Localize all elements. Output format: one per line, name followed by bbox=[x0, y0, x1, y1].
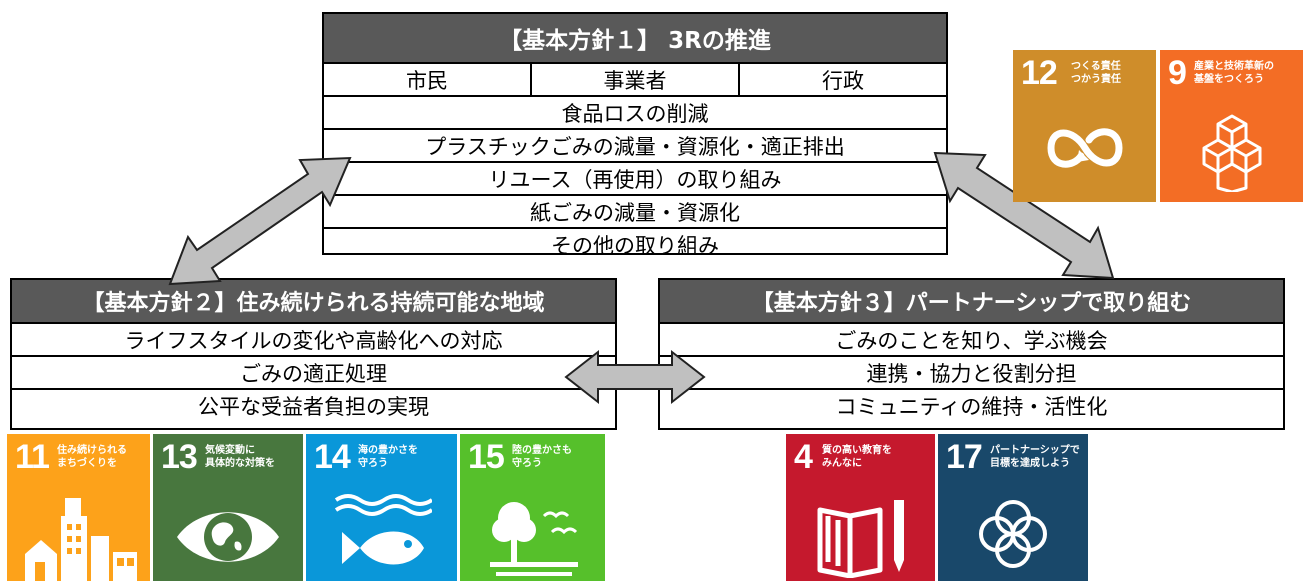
sdg-number: 9 bbox=[1168, 54, 1187, 92]
actor-business: 事業者 bbox=[530, 64, 738, 95]
policy1-title: 【基本方針１】 3Rの推進 bbox=[324, 14, 946, 62]
sdg-17-tile: 17 パートナーシップで 目標を達成しよう bbox=[938, 434, 1088, 581]
sdg-4-tile: 4 質の高い教育を みんなに bbox=[786, 434, 935, 581]
sdg-12-tile: 12 つくる責任 つかう責任 bbox=[1013, 50, 1156, 202]
policy2-item: ライフスタイルの変化や高齢化への対応 bbox=[12, 322, 615, 355]
policy1-item: その他の取り組み bbox=[324, 227, 946, 260]
flower-icon bbox=[979, 500, 1047, 568]
actor-citizen: 市民 bbox=[406, 68, 448, 93]
sdg-9-tile: 9 産業と技術革新の 基盤をつくろう bbox=[1160, 50, 1303, 202]
policy1-actors-row: 市民 事業者 行政 bbox=[324, 62, 946, 95]
policy1-item: リユース（再使用）の取り組み bbox=[324, 161, 946, 194]
policy3-title: 【基本方針３】パートナーシップで取り組む bbox=[660, 280, 1283, 322]
policy1-item: プラスチックごみの減量・資源化・適正排出 bbox=[324, 128, 946, 161]
sdg-number: 15 bbox=[468, 438, 505, 476]
sdg-number: 14 bbox=[314, 438, 351, 476]
buildings-icon bbox=[25, 498, 137, 581]
sdg-14-tile: 14 海の豊かさを 守ろう bbox=[306, 434, 457, 581]
fish-icon bbox=[334, 494, 432, 565]
sdg-title: 気候変動に 具体的な対策を bbox=[205, 445, 275, 469]
policy2-item: ごみの適正処理 bbox=[12, 355, 615, 388]
sdg-number: 13 bbox=[161, 438, 198, 476]
sdg-number: 17 bbox=[946, 438, 983, 476]
sdg-title: パートナーシップで 目標を達成しよう bbox=[990, 445, 1080, 469]
tree-icon bbox=[490, 502, 578, 576]
cubes-icon bbox=[1202, 114, 1262, 192]
sdg-title: 住み続けられる まちづくりを bbox=[57, 445, 127, 469]
policy2-box: 【基本方針２】住み続けられる持続可能な地域 ライフスタイルの変化や高齢化への対応… bbox=[10, 278, 617, 430]
policy3-item: ごみのことを知り、学ぶ機会 bbox=[660, 322, 1283, 355]
policy3-item: コミュニティの維持・活性化 bbox=[660, 388, 1283, 421]
policy3-box: 【基本方針３】パートナーシップで取り組む ごみのことを知り、学ぶ機会 連携・協力… bbox=[658, 278, 1285, 430]
sdg-title: 陸の豊かさも 守ろう bbox=[512, 445, 572, 469]
sdg-title: 海の豊かさを 守ろう bbox=[358, 445, 418, 469]
policy1-box: 【基本方針１】 3Rの推進 市民 事業者 行政 食品ロスの削減 プラスチックごみ… bbox=[322, 12, 948, 258]
sdg-11-tile: 11 住み続けられる まちづくりを bbox=[7, 434, 150, 581]
sdg-title: つくる責任 つかう責任 bbox=[1071, 61, 1121, 85]
policy1-item: 紙ごみの減量・資源化 bbox=[324, 194, 946, 227]
sdg-number: 4 bbox=[794, 438, 813, 476]
sdg-title: 産業と技術革新の 基盤をつくろう bbox=[1194, 61, 1274, 85]
sdg-15-tile: 15 陸の豊かさも 守ろう bbox=[460, 434, 605, 581]
policy3-item: 連携・協力と役割分担 bbox=[660, 355, 1283, 388]
sdg-title: 質の高い教育を みんなに bbox=[822, 445, 892, 469]
book-icon bbox=[817, 500, 904, 578]
infinity-icon bbox=[1047, 128, 1123, 168]
eye-globe-icon bbox=[177, 512, 279, 562]
policy1-item: 食品ロスの削減 bbox=[324, 95, 946, 128]
sdg-13-tile: 13 気候変動に 具体的な対策を bbox=[153, 434, 303, 581]
sdg-number: 12 bbox=[1021, 54, 1058, 92]
actor-government: 行政 bbox=[738, 64, 946, 95]
sdg-number: 11 bbox=[15, 438, 50, 476]
policy2-item: 公平な受益者負担の実現 bbox=[12, 388, 615, 421]
policy2-title: 【基本方針２】住み続けられる持続可能な地域 bbox=[12, 280, 615, 322]
